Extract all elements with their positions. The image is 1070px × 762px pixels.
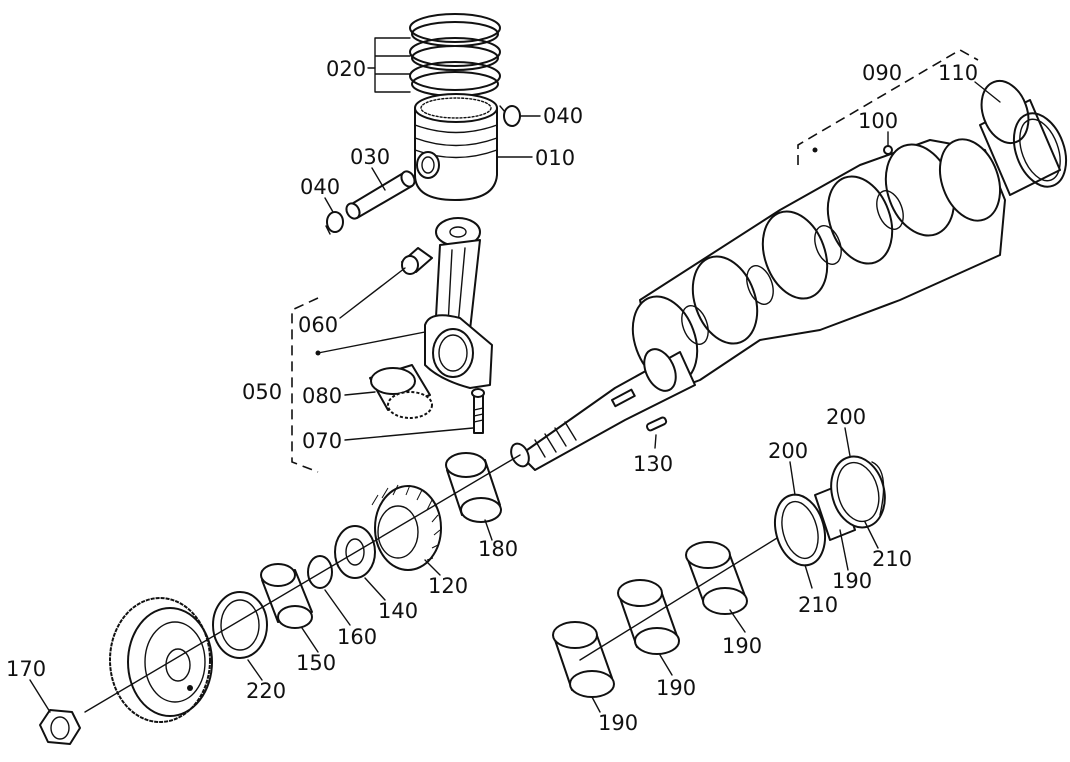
- thrust-halves-left: [774, 484, 856, 567]
- main-bearing-190-a: [552, 621, 615, 698]
- circlip-right: [499, 105, 521, 127]
- rod-bearing: [369, 364, 433, 419]
- label-100: 100: [858, 109, 898, 133]
- label-210-b: 210: [872, 547, 912, 571]
- piston: [414, 93, 498, 201]
- label-200-b: 200: [826, 405, 866, 429]
- label-040-left: 040: [300, 175, 340, 199]
- pulley-nut: [39, 709, 81, 745]
- label-050: 050: [242, 380, 282, 404]
- label-180: 180: [478, 537, 518, 561]
- label-160: 160: [337, 625, 377, 649]
- crank-gear: [371, 484, 442, 571]
- main-bearing-180: [445, 452, 502, 523]
- label-090: 090: [862, 61, 902, 85]
- label-070: 070: [302, 429, 342, 453]
- woodruff-key: [645, 416, 668, 432]
- label-040-right: 040: [543, 104, 583, 128]
- o-ring: [307, 555, 333, 589]
- label-020: 020: [326, 57, 366, 81]
- label-120: 120: [428, 574, 468, 598]
- label-010: 010: [535, 146, 575, 170]
- crankshaft: [510, 138, 1006, 471]
- label-060: 060: [298, 313, 338, 337]
- small-end-bushing: [401, 247, 433, 275]
- group-bracket-090: [797, 49, 979, 165]
- oil-seal: [212, 591, 268, 659]
- label-200-a: 200: [768, 439, 808, 463]
- label-150: 150: [296, 651, 336, 675]
- plug: [883, 145, 893, 155]
- rear-axis-line: [579, 529, 791, 661]
- label-080: 080: [302, 384, 342, 408]
- rod-bolt: [471, 388, 485, 434]
- label-110: 110: [938, 61, 978, 85]
- circlip-left: [325, 211, 344, 235]
- main-bearing-190-c: [685, 541, 748, 615]
- piston-rings: [409, 13, 501, 97]
- label-140: 140: [378, 599, 418, 623]
- label-170: 170: [6, 657, 46, 681]
- axis-line: [84, 454, 521, 713]
- label-220: 220: [246, 679, 286, 703]
- collar: [260, 563, 313, 629]
- rear-bushing: [979, 80, 1068, 196]
- label-190-d: 190: [832, 569, 872, 593]
- crank-pulley: [109, 597, 213, 723]
- label-190-a: 190: [598, 711, 638, 735]
- label-190-c: 190: [722, 634, 762, 658]
- label-190-b: 190: [656, 676, 696, 700]
- thrust-halves-right: [830, 455, 886, 529]
- part-labels: 020 040 010 030 040 060 050 080 070 090 …: [6, 57, 978, 735]
- connecting-rod: [424, 217, 493, 389]
- piston-pin: [345, 170, 416, 220]
- leader-lines: [29, 37, 1001, 713]
- label-030: 030: [350, 145, 390, 169]
- label-210-a: 210: [798, 593, 838, 617]
- label-130: 130: [633, 452, 673, 476]
